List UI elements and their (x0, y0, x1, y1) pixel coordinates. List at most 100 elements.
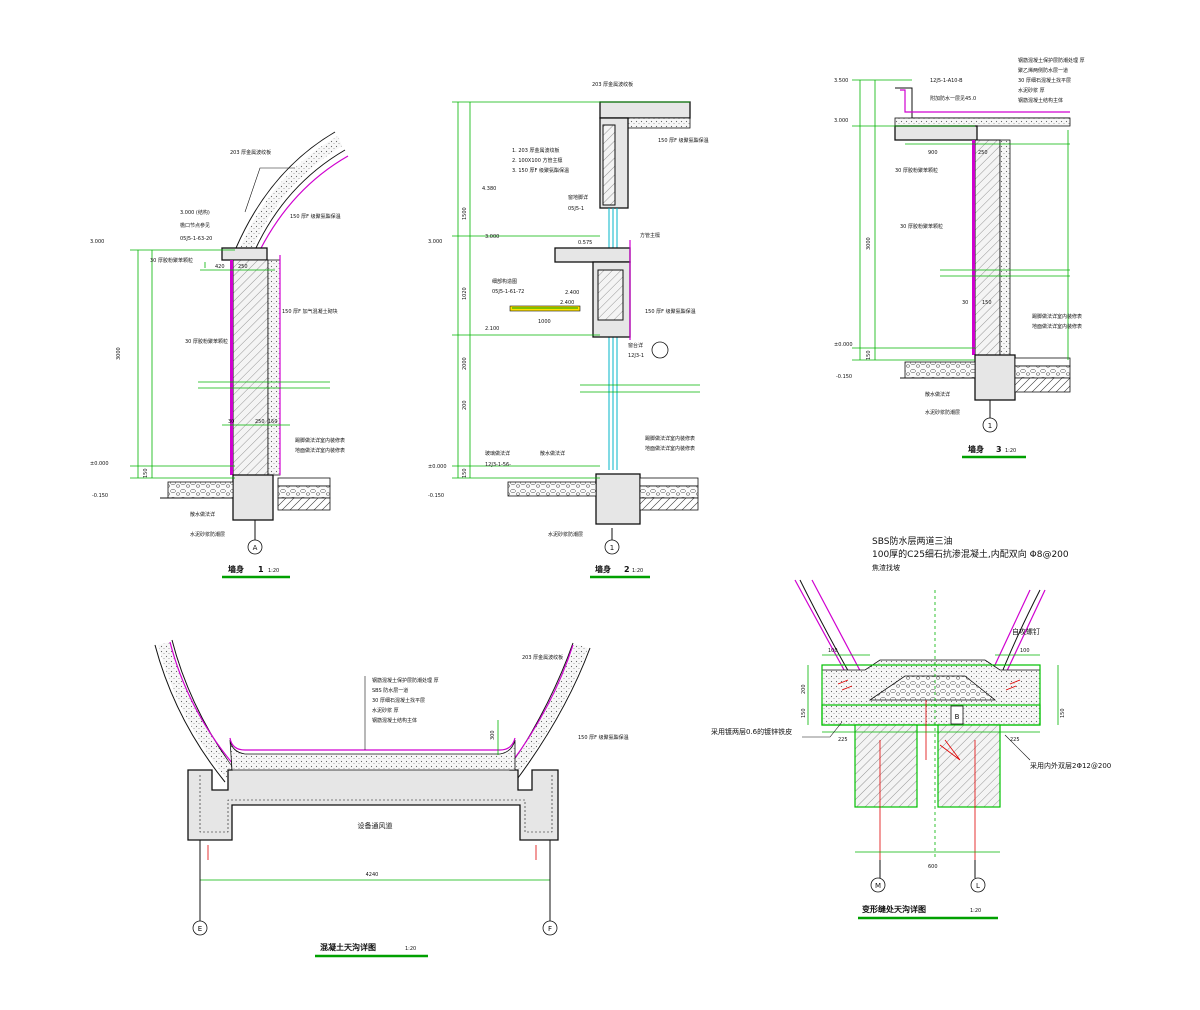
detail-number: 1 (258, 565, 264, 574)
dim-label: 30 (228, 419, 234, 425)
note: 踢脚做法详室内装修表 (645, 435, 695, 442)
note: 30 厚细石混凝土找平层 (372, 697, 425, 704)
dim-label: 250 (978, 150, 988, 156)
dim-label: 2.400 (560, 300, 574, 306)
note: 12J5-1-A10-B (930, 78, 963, 84)
note: 钢筋混凝土结构主体 (372, 717, 417, 724)
detail-scale: 1:20 (1005, 448, 1016, 454)
note: 30 厚胶粉聚苯颗粒 (185, 338, 228, 345)
elevation-label: ±0.000 (90, 461, 109, 467)
axis-label: A (253, 544, 258, 552)
axis-label: E (198, 925, 202, 933)
dim-label: 100 (828, 648, 838, 654)
dim-label: 150 (982, 300, 992, 306)
dim-label: 200 (462, 400, 468, 410)
axis-label: 1 (610, 544, 614, 552)
detail-scale: 1:20 (970, 908, 981, 914)
elevation-label: -0.150 (836, 374, 852, 380)
detail-title: 墙身 (595, 564, 611, 574)
wall-section-1: A 3.000 ±0.000 -0.150 3000 150 420 250 2… (90, 131, 349, 579)
dim-label: 150 (143, 468, 149, 478)
elevation-label: 0.575 (578, 240, 592, 246)
mark-label: B (955, 713, 960, 721)
detail-scale: 1:20 (405, 946, 416, 952)
note: 150 厚F 加气混凝土砌块 (282, 308, 338, 315)
detail-scale: 1:20 (632, 568, 643, 574)
note: 150 厚F 级聚氨酯保温 (578, 734, 629, 741)
axis-label: F (548, 925, 552, 933)
note: 焦渣找坡 (872, 563, 900, 572)
note: 150 厚F 级聚氨酯保温 (290, 213, 341, 220)
dim-label: 200 (801, 684, 807, 694)
note: 水泥砂浆 厚 (372, 707, 399, 714)
dim-label: 3000 (866, 237, 872, 250)
elevation-label: 3.000 (834, 118, 848, 124)
note: 30 厚胶粉聚苯颗粒 (150, 257, 193, 264)
note: 方管主檩 (640, 232, 660, 239)
elevation-label: 2.400 (565, 290, 579, 296)
note: 檐口节点参见 (180, 222, 210, 229)
note: 05J5-1-63-20 (180, 236, 212, 242)
concrete-gutter-detail: E F 4240 300 设备通风道 钢筋混凝土保护层防潮处理 厚 SBS 防水… (154, 639, 629, 958)
note: 采用镀两层0.6的镀锌铁皮 (711, 727, 792, 736)
elevation-label: -0.150 (92, 493, 108, 499)
note: 踢脚做法详室内装修表 (295, 437, 345, 444)
note: 30 厚胶粉聚苯颗粒 (900, 223, 943, 230)
note: 地面做法详室内装修表 (1032, 323, 1082, 330)
dim-label: 150 (866, 350, 872, 360)
note: SBS防水层两道三油 (872, 535, 952, 547)
note: 窗台详 (628, 342, 643, 349)
note: 窗地脚详 (568, 194, 588, 201)
note: 散水做法详 (540, 450, 565, 457)
note: 附加防水一层见45.0 (930, 95, 976, 102)
note: 踢脚做法详室内装修表 (1032, 313, 1082, 320)
dim-label: 900 (928, 150, 938, 156)
dim-label: 30 (962, 300, 968, 306)
detail-scale: 1:20 (268, 568, 279, 574)
note: 散水做法详 (925, 391, 950, 398)
dim-label: 1000 (538, 319, 551, 325)
axis-label: L (976, 882, 980, 890)
detail-title: 变形缝处天沟详图 (862, 904, 926, 914)
note: 203 厚金属波纹板 (230, 149, 271, 156)
note: 3. 150 厚F 级聚氨酯保温 (512, 167, 569, 174)
note: 地面做法详室内装修表 (645, 445, 695, 452)
dim-label: 2000 (462, 357, 468, 370)
dim-label: 150 (1060, 708, 1066, 718)
note: 地面做法详室内装修表 (295, 447, 345, 454)
dim-label: 225 (1010, 737, 1020, 743)
dim-label: 3000 (116, 347, 122, 360)
note: 玻璃做法详 (485, 450, 510, 457)
wall-section-3: 1 3.500 3.000 ±0.000 -0.150 3000 150 900… (834, 57, 1085, 459)
note: 3.000 (结构) (180, 209, 210, 216)
dim-label: 4240 (366, 872, 379, 878)
note: 水泥砂浆防潮层 (925, 409, 960, 416)
note: SBS 防水层一道 (372, 687, 408, 694)
note: 钢筋混凝土保护层防潮处理 厚 (1018, 57, 1085, 64)
note: 水泥砂浆防潮层 (190, 531, 225, 538)
note: 100厚的C25细石抗渗混凝土,内配双向 Φ8@200 (872, 548, 1069, 560)
elevation-label: 3.000 (90, 239, 104, 245)
dim-label: 1500 (462, 207, 468, 220)
dim-label: 225 (838, 737, 848, 743)
note: 150 厚F 级聚氨酯保温 (658, 137, 709, 144)
elevation-label: 3.500 (834, 78, 848, 84)
note: 水泥砂浆 厚 (1018, 87, 1045, 94)
note: 钢筋混凝土结构主体 (1018, 97, 1063, 104)
note: 1. 203 厚金属波纹板 (512, 147, 560, 154)
elevation-label: ±0.000 (428, 464, 447, 470)
note: 自攻螺钉 (1012, 627, 1040, 636)
axis-label: M (875, 882, 881, 890)
dim-label: 300 (490, 730, 496, 740)
note: 钢筋混凝土保护层防潮处理 厚 (372, 677, 439, 684)
elevation-label: ±0.000 (834, 342, 853, 348)
elevation-label: 3.000 (428, 239, 442, 245)
note: 05J5-1 (568, 206, 584, 212)
dim-label: 150 (801, 708, 807, 718)
note: 2. 100X100 方管主檩 (512, 157, 562, 164)
detail-number: 3 (996, 445, 1002, 454)
dim-label: 250 (255, 419, 265, 425)
note: 散水做法详 (190, 511, 215, 518)
dim-label: 420 (215, 264, 225, 270)
